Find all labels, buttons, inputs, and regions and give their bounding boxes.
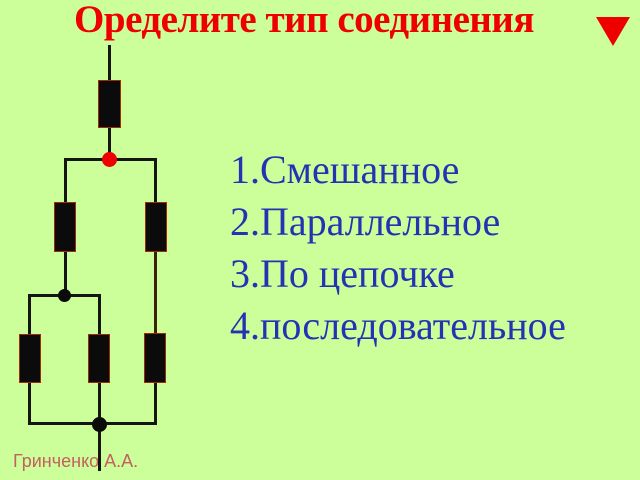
resistor-right-branch-bottom <box>144 333 166 383</box>
junction-black-dot-bottom <box>92 417 107 432</box>
answer-option-4[interactable]: 4.последовательное <box>230 303 566 348</box>
junction-red-dot-icon <box>102 152 117 167</box>
answer-option-3[interactable]: 3.По цепочке <box>230 251 455 296</box>
resistor-parallel-left <box>19 334 41 383</box>
wire-right-branch-mid-segment <box>154 251 157 334</box>
wire-output-bottom <box>98 422 101 471</box>
author-signature: Гринченко А.А. <box>13 451 139 471</box>
answer-option-1[interactable]: 1.Смешанное <box>230 147 460 192</box>
resistor-parallel-right <box>88 334 110 383</box>
junction-black-dot-left <box>58 289 71 302</box>
next-slide-triangle-icon[interactable] <box>596 17 630 46</box>
resistor-top-series <box>98 80 121 128</box>
resistor-right-branch-top <box>145 202 167 252</box>
answer-options-list: 1.Смешанное 2.Параллельное 3.По цепочке … <box>230 144 566 352</box>
resistor-left-branch <box>54 202 76 252</box>
answer-option-2[interactable]: 2.Параллельное <box>230 199 501 244</box>
slide-title: Оределите тип соединения <box>74 0 534 41</box>
